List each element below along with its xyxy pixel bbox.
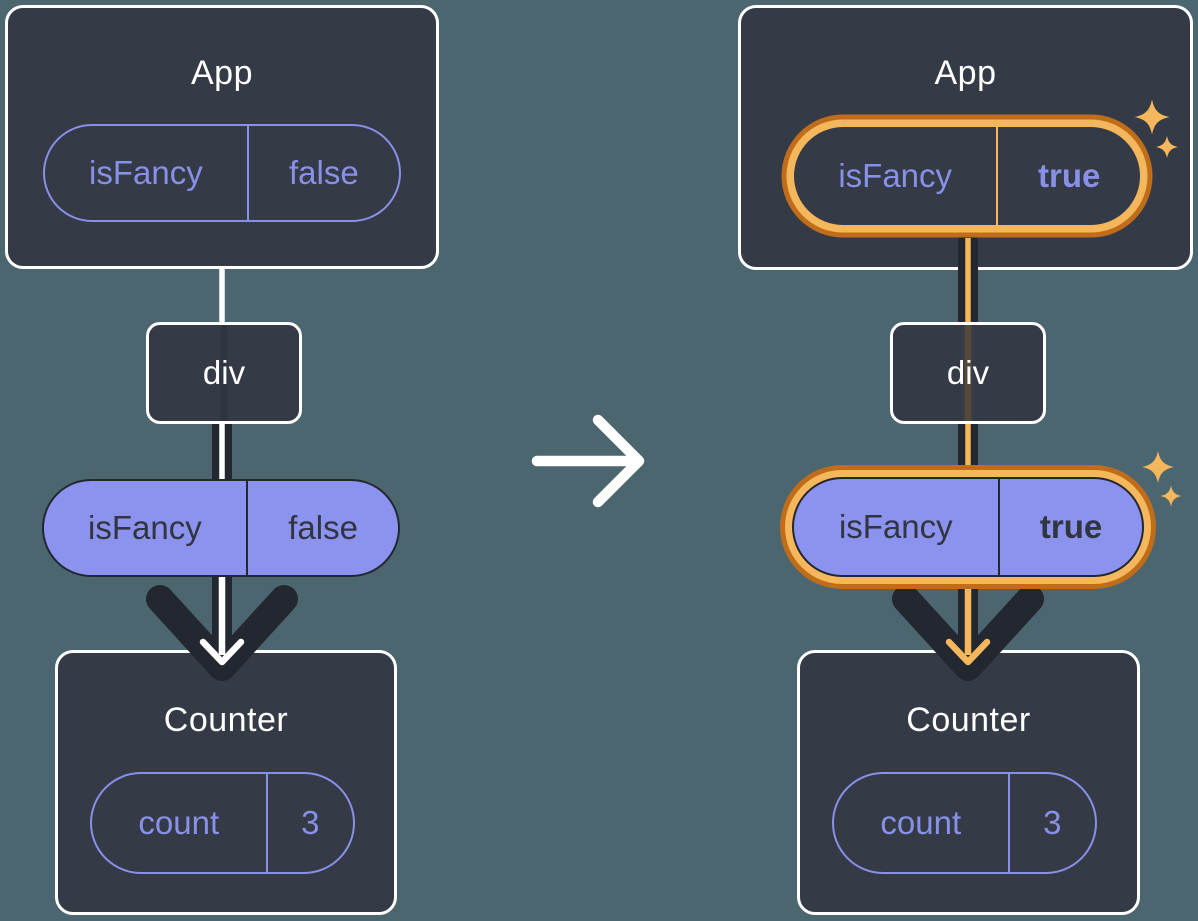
- pill-value: false: [289, 154, 359, 191]
- sparkle-icon: [1160, 485, 1182, 507]
- sparkle-icon: [1156, 136, 1178, 158]
- app-title-right: App: [934, 54, 997, 92]
- prop-pill-left: isFancy false: [42, 479, 400, 577]
- state-pill-counter-right: count 3: [832, 772, 1097, 874]
- prop-arrowhead-left: [199, 638, 245, 666]
- prop-pill-right-highlighted: isFancy true: [792, 477, 1144, 577]
- arrow-right-icon: [531, 414, 645, 508]
- pill-value: 3: [301, 804, 320, 841]
- pill-value: 3: [1043, 804, 1062, 841]
- pill-name: isFancy: [88, 509, 202, 546]
- pill-name: count: [138, 804, 220, 841]
- pill-value: true: [1039, 508, 1103, 545]
- pill-divider: [997, 479, 1001, 575]
- pill-divider: [1007, 774, 1010, 872]
- sparkle-icon: [1134, 99, 1170, 135]
- prop-chevron-right: [892, 585, 1044, 681]
- counter-title-right: Counter: [906, 701, 1031, 739]
- div-label-left: div: [202, 354, 246, 391]
- pass-through-stripe: [964, 325, 972, 421]
- state-pill-counter-left: count 3: [90, 772, 355, 874]
- pill-divider: [245, 481, 249, 575]
- pill-divider: [265, 774, 268, 872]
- pill-value: false: [288, 509, 358, 546]
- pill-name: isFancy: [838, 157, 953, 194]
- prop-arrowhead-right: [945, 638, 991, 666]
- pill-name: isFancy: [89, 154, 203, 191]
- div-label-right: div: [946, 354, 990, 391]
- pill-value: true: [1038, 157, 1101, 194]
- state-pill-app-left: isFancy false: [43, 124, 401, 222]
- div-box-left: div: [146, 322, 302, 424]
- pill-divider: [246, 126, 249, 220]
- div-box-right: div: [890, 322, 1046, 424]
- pill-divider: [996, 127, 999, 225]
- pill-name: isFancy: [838, 508, 953, 545]
- sparkle-icon: [1142, 451, 1174, 483]
- prop-chevron-left: [146, 585, 298, 681]
- pill-name: count: [880, 804, 962, 841]
- state-pill-app-right-highlighted: isFancy true: [794, 127, 1140, 225]
- counter-title-left: Counter: [163, 701, 289, 739]
- pass-through-stripe: [220, 325, 228, 421]
- app-title-left: App: [191, 54, 253, 92]
